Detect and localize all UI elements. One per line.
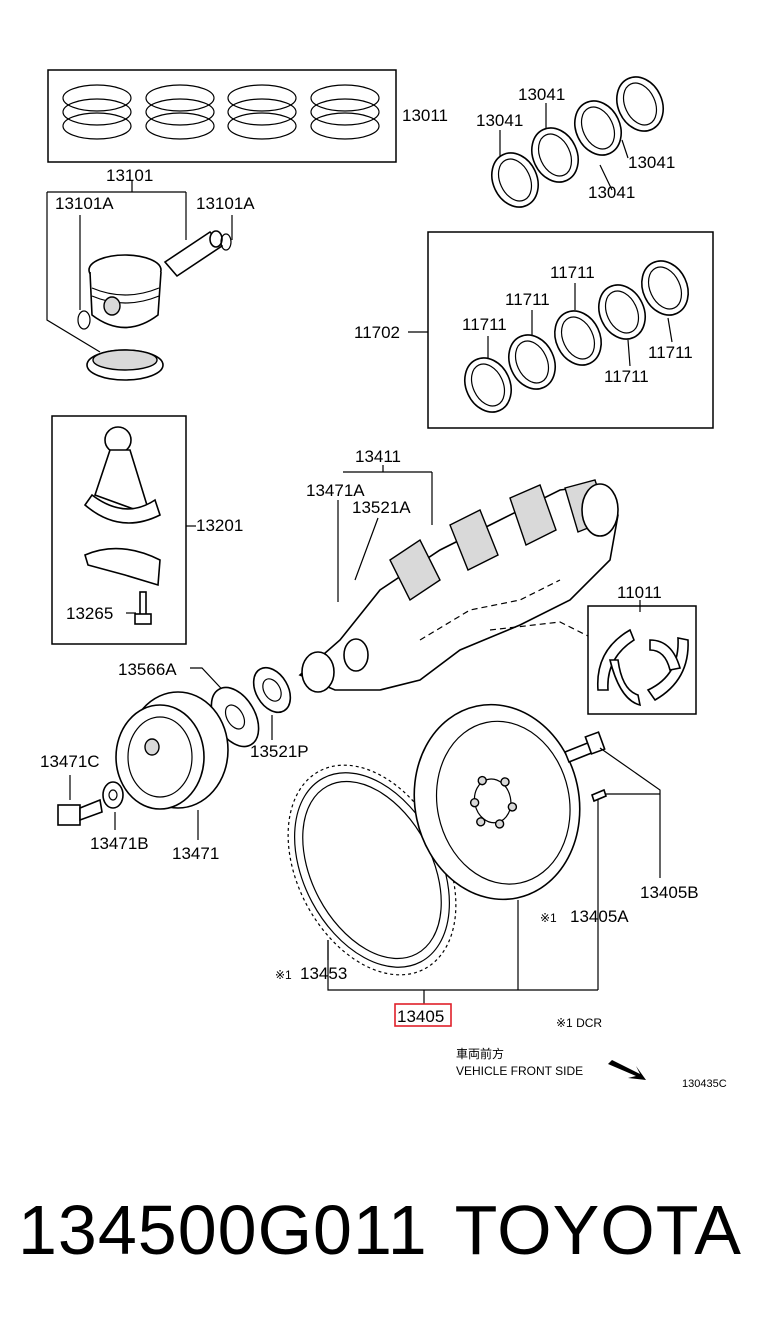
brand-name: TOYOTA	[454, 1191, 742, 1269]
piston	[88, 254, 162, 329]
front-arrow-icon	[608, 1060, 646, 1080]
flywheel-bolt	[563, 731, 606, 764]
label-13405b: 13405B	[640, 883, 699, 902]
label-11011: 11011	[617, 583, 662, 602]
thrust-washer-box	[587, 605, 697, 715]
snap-ring-left	[77, 310, 91, 330]
piston-top-rings	[86, 349, 164, 381]
label-13405: 13405	[397, 1007, 444, 1026]
crank-pulley-bolt	[57, 798, 103, 826]
front-label-jp: 車両前方	[456, 1046, 504, 1061]
label-13453: 13453	[300, 964, 347, 983]
label-13041-bottom: 13041	[588, 183, 635, 202]
label-13101a-right: 13101A	[196, 194, 255, 213]
flywheel	[413, 703, 581, 901]
crank-pulley	[115, 691, 229, 810]
crankshaft	[298, 479, 619, 693]
label-13471a: 13471A	[306, 481, 365, 500]
piston-pin	[163, 230, 224, 278]
label-11711-c: 11711	[462, 315, 507, 334]
label-13471b: 13471B	[90, 834, 149, 853]
note-mark-flywheel: ※1	[540, 911, 557, 925]
label-13101: 13101	[106, 166, 153, 185]
thrust-washers	[597, 628, 689, 707]
label-11711-d: 11711	[648, 343, 693, 362]
diagram-code: 130435C	[682, 1078, 727, 1090]
main-bearings	[464, 260, 689, 413]
note-mark-ring-gear: ※1	[275, 968, 292, 982]
label-13411: 13411	[355, 447, 401, 466]
part-number: 134500G011	[18, 1191, 428, 1269]
label-11702: 11702	[354, 323, 400, 342]
label-13041-top: 13041	[518, 85, 565, 104]
crank-gear	[252, 666, 292, 714]
label-11711-a: 11711	[550, 263, 595, 282]
note-dcr: ※1 DCR	[556, 1016, 602, 1030]
rod-bearings	[491, 76, 664, 208]
label-11711-e: 11711	[604, 367, 649, 386]
label-13201: 13201	[196, 516, 243, 535]
label-13405a: 13405A	[570, 907, 629, 926]
connecting-rod-box	[51, 415, 187, 645]
label-13566a: 13566A	[118, 660, 177, 679]
rod-bolt	[134, 591, 152, 625]
label-13011: 13011	[402, 106, 448, 125]
label-13041-right: 13041	[628, 153, 675, 172]
snap-ring-right	[220, 233, 232, 251]
connecting-rod	[83, 426, 161, 587]
piston-ring-set	[47, 69, 397, 163]
label-11711-b: 11711	[505, 290, 550, 309]
main-bearing-box	[427, 231, 714, 429]
label-13521a: 13521A	[352, 498, 411, 517]
label-13471: 13471	[172, 844, 219, 863]
parts-diagram: 13011 13101 13101A 13101A 13041 13041 13…	[40, 69, 727, 1090]
label-13471c: 13471C	[40, 752, 100, 771]
label-13521p: 13521P	[250, 742, 309, 761]
highlight-box-13405	[394, 1003, 452, 1027]
dowel-pin	[591, 788, 607, 803]
label-13265: 13265	[66, 604, 113, 623]
pulley-washer	[102, 781, 124, 809]
label-13101a-left: 13101A	[55, 194, 114, 213]
front-label-en: VEHICLE FRONT SIDE	[456, 1064, 583, 1078]
label-13041-left: 13041	[476, 111, 523, 130]
